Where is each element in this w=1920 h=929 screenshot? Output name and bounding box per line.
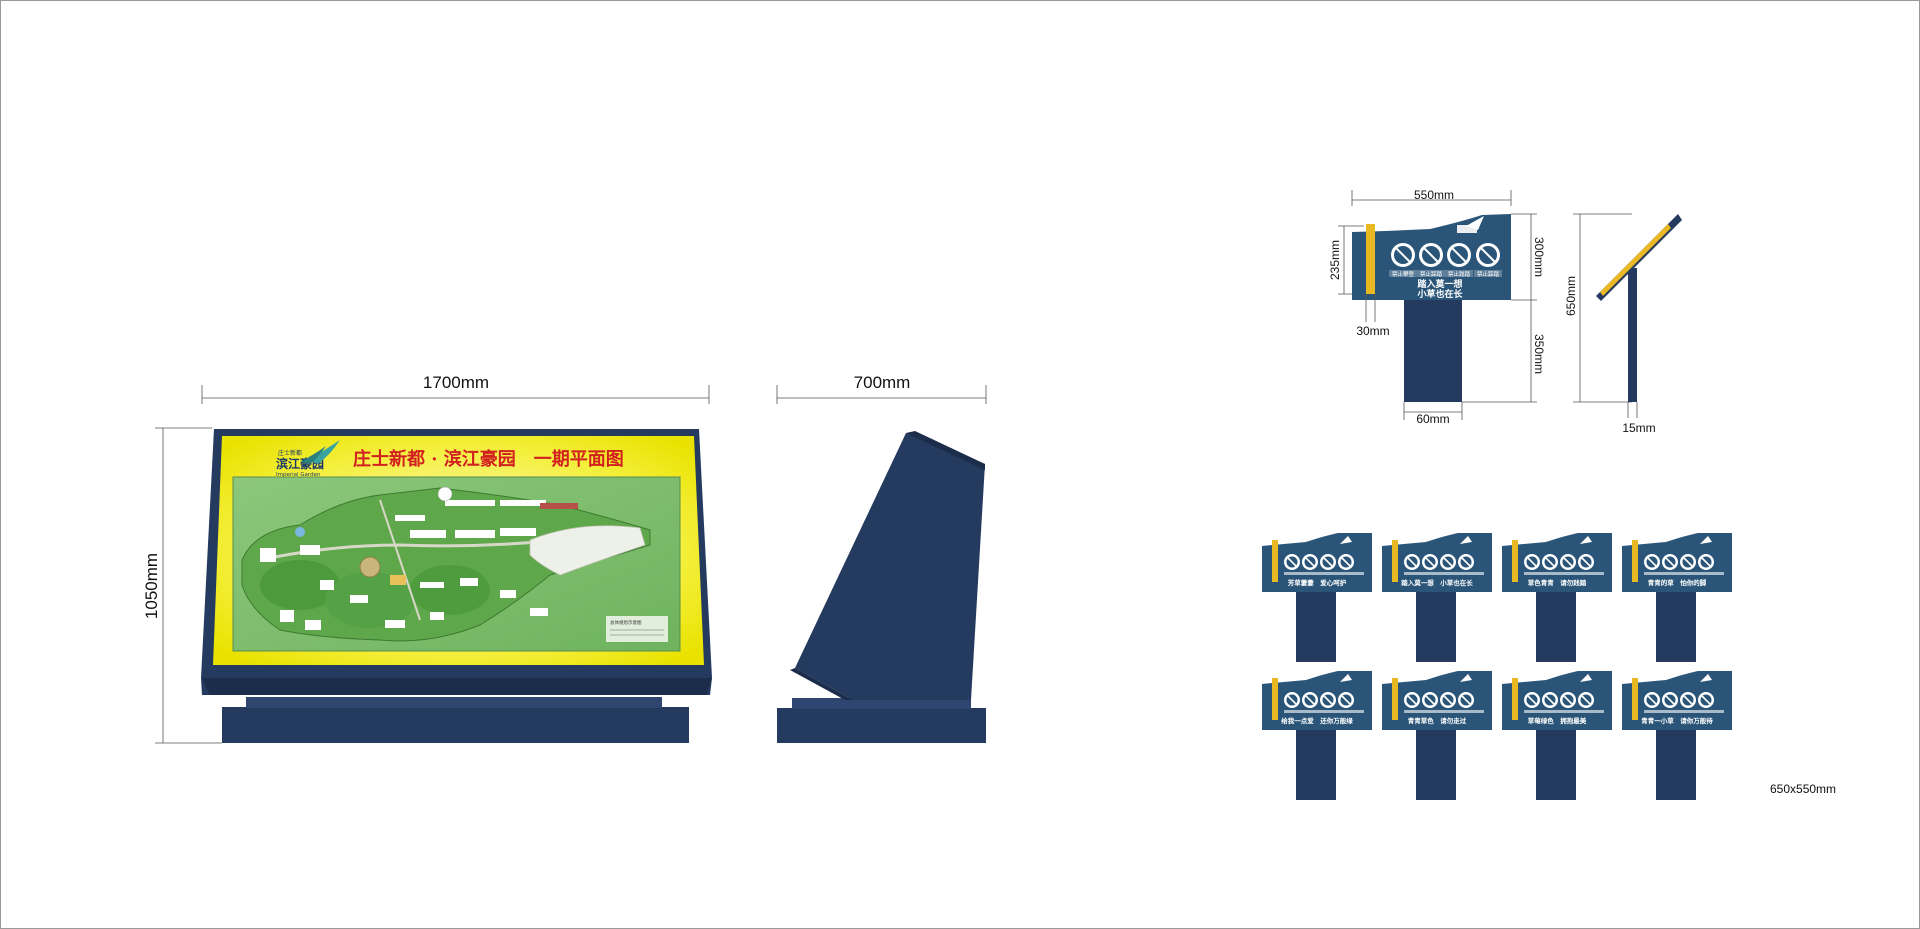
sign-variants-grid: 芳草萋萋 爱心呵护 踏入莫一想 小草也在长 草色青青 请勿践踏 青青的草 怕你的…	[1261, 532, 1836, 801]
small-sign-right-top-label: 300mm	[1532, 237, 1546, 277]
large-sign-title: 庄士新都 · 滨江豪园 一期平面图	[353, 448, 624, 470]
variants-size-label: 650x550mm	[1770, 782, 1836, 796]
icon-caption: 禁止践踏	[1448, 270, 1471, 278]
small-sign-post-width-dimension: 60mm	[1403, 402, 1463, 426]
small-sign-width-label: 550mm	[1414, 188, 1454, 202]
no-trampling-icon	[1419, 243, 1443, 267]
small-sign-slogan-line2: 小草也在长	[1416, 288, 1463, 300]
sign-variant: 青青草色 请勿走过	[1381, 670, 1493, 801]
small-sign-post	[1404, 299, 1462, 402]
large-sign-side-width-label: 700mm	[854, 373, 911, 392]
variant-slogan: 给我一点爱 还你万般绿	[1281, 716, 1353, 725]
variant-slogan: 草莓绿色 拥抱最美	[1528, 716, 1587, 725]
icon-caption: 禁止攀登	[1392, 270, 1415, 278]
small-sign-slogan-line1: 踏入莫一想	[1417, 278, 1462, 290]
large-sign-front-view: 1700mm 1050mm 庄士新都 滨江豪园 Imperial Garden …	[142, 373, 712, 744]
small-sign-right-height-dimension: 300mm 350mm	[1462, 213, 1546, 403]
large-sign-side-view: 700mm	[776, 373, 987, 743]
side-view-base	[777, 708, 986, 743]
sign-variant: 青青的草 怕你的脚	[1621, 532, 1733, 663]
variant-slogan: 青青一小草 请你万般待	[1641, 716, 1713, 725]
large-sign-side-width-dimension: 700mm	[776, 373, 987, 404]
side-post	[1628, 268, 1637, 402]
small-sign-front-view: 550mm 235mm 300mm 350mm	[1328, 188, 1546, 426]
sign-variant: 青青一小草 请你万般待	[1621, 670, 1733, 801]
small-sign-side-view: 650mm 15mm	[1564, 213, 1682, 435]
small-sign-side-thickness-label: 15mm	[1622, 421, 1655, 435]
small-sign-left-height-label: 235mm	[1328, 240, 1342, 280]
no-stepping-icon	[1476, 243, 1500, 267]
small-sign-post-offset-label: 30mm	[1356, 324, 1389, 338]
large-sign-height-label: 1050mm	[142, 553, 161, 619]
variant-slogan: 踏入莫一想 小草也在长	[1401, 578, 1473, 587]
small-sign-width-dimension: 550mm	[1351, 188, 1512, 206]
large-sign-base-step	[246, 697, 662, 708]
sign-variant: 给我一点爱 还你万般绿	[1261, 670, 1373, 801]
sign-variant: 草莓绿色 拥抱最美	[1501, 670, 1613, 801]
site-plan-map: 总体规划示意图	[232, 476, 681, 652]
sign-variant: 草色青青 请勿践踏	[1501, 532, 1613, 663]
small-sign-logo	[1457, 216, 1484, 233]
small-sign-right-bottom-label: 350mm	[1532, 334, 1546, 374]
variant-slogan: 青青草色 请勿走过	[1408, 716, 1467, 725]
large-sign-height-dimension: 1050mm	[142, 427, 222, 744]
no-walking-icon	[1447, 243, 1471, 267]
small-sign-side-height-dimension: 650mm	[1564, 213, 1632, 403]
variant-slogan: 草色青青 请勿践踏	[1528, 578, 1587, 587]
small-sign-yellow-strip	[1366, 224, 1375, 294]
large-sign-width-dimension: 1700mm	[201, 373, 710, 404]
icon-caption: 禁止踩踏	[1477, 270, 1500, 278]
no-climbing-icon	[1391, 243, 1415, 267]
svg-text:庄士新都: 庄士新都	[278, 449, 302, 457]
large-sign-width-label: 1700mm	[423, 373, 489, 392]
small-sign-icon-captions: 禁止攀登 禁止踩踏 禁止践踏 禁止踩踏	[1389, 270, 1502, 278]
side-view-body	[795, 433, 985, 700]
sign-variant: 踏入莫一想 小草也在长	[1381, 532, 1493, 663]
map-legend-title: 总体规划示意图	[610, 619, 642, 626]
variant-slogan: 芳草萋萋 爱心呵护	[1288, 578, 1347, 587]
variant-slogan: 青青的草 怕你的脚	[1648, 578, 1707, 587]
small-sign-post-offset-dimension: 30mm	[1356, 294, 1390, 338]
icon-caption: 禁止踩踏	[1420, 270, 1443, 278]
large-sign-base	[222, 707, 689, 743]
small-sign-prohibition-icons	[1391, 243, 1500, 267]
large-sign-logo: 庄士新都 滨江豪园 Imperial Garden	[276, 440, 340, 478]
small-sign-side-height-label: 650mm	[1564, 276, 1578, 316]
small-sign-left-height-dimension: 235mm	[1328, 225, 1364, 295]
small-sign-post-width-label: 60mm	[1416, 412, 1449, 426]
small-sign-side-thickness-dimension: 15mm	[1622, 402, 1656, 435]
svg-text:Imperial Garden: Imperial Garden	[276, 472, 321, 478]
sign-variant: 芳草萋萋 爱心呵护	[1261, 532, 1373, 663]
bird-logo-icon	[1466, 216, 1484, 230]
